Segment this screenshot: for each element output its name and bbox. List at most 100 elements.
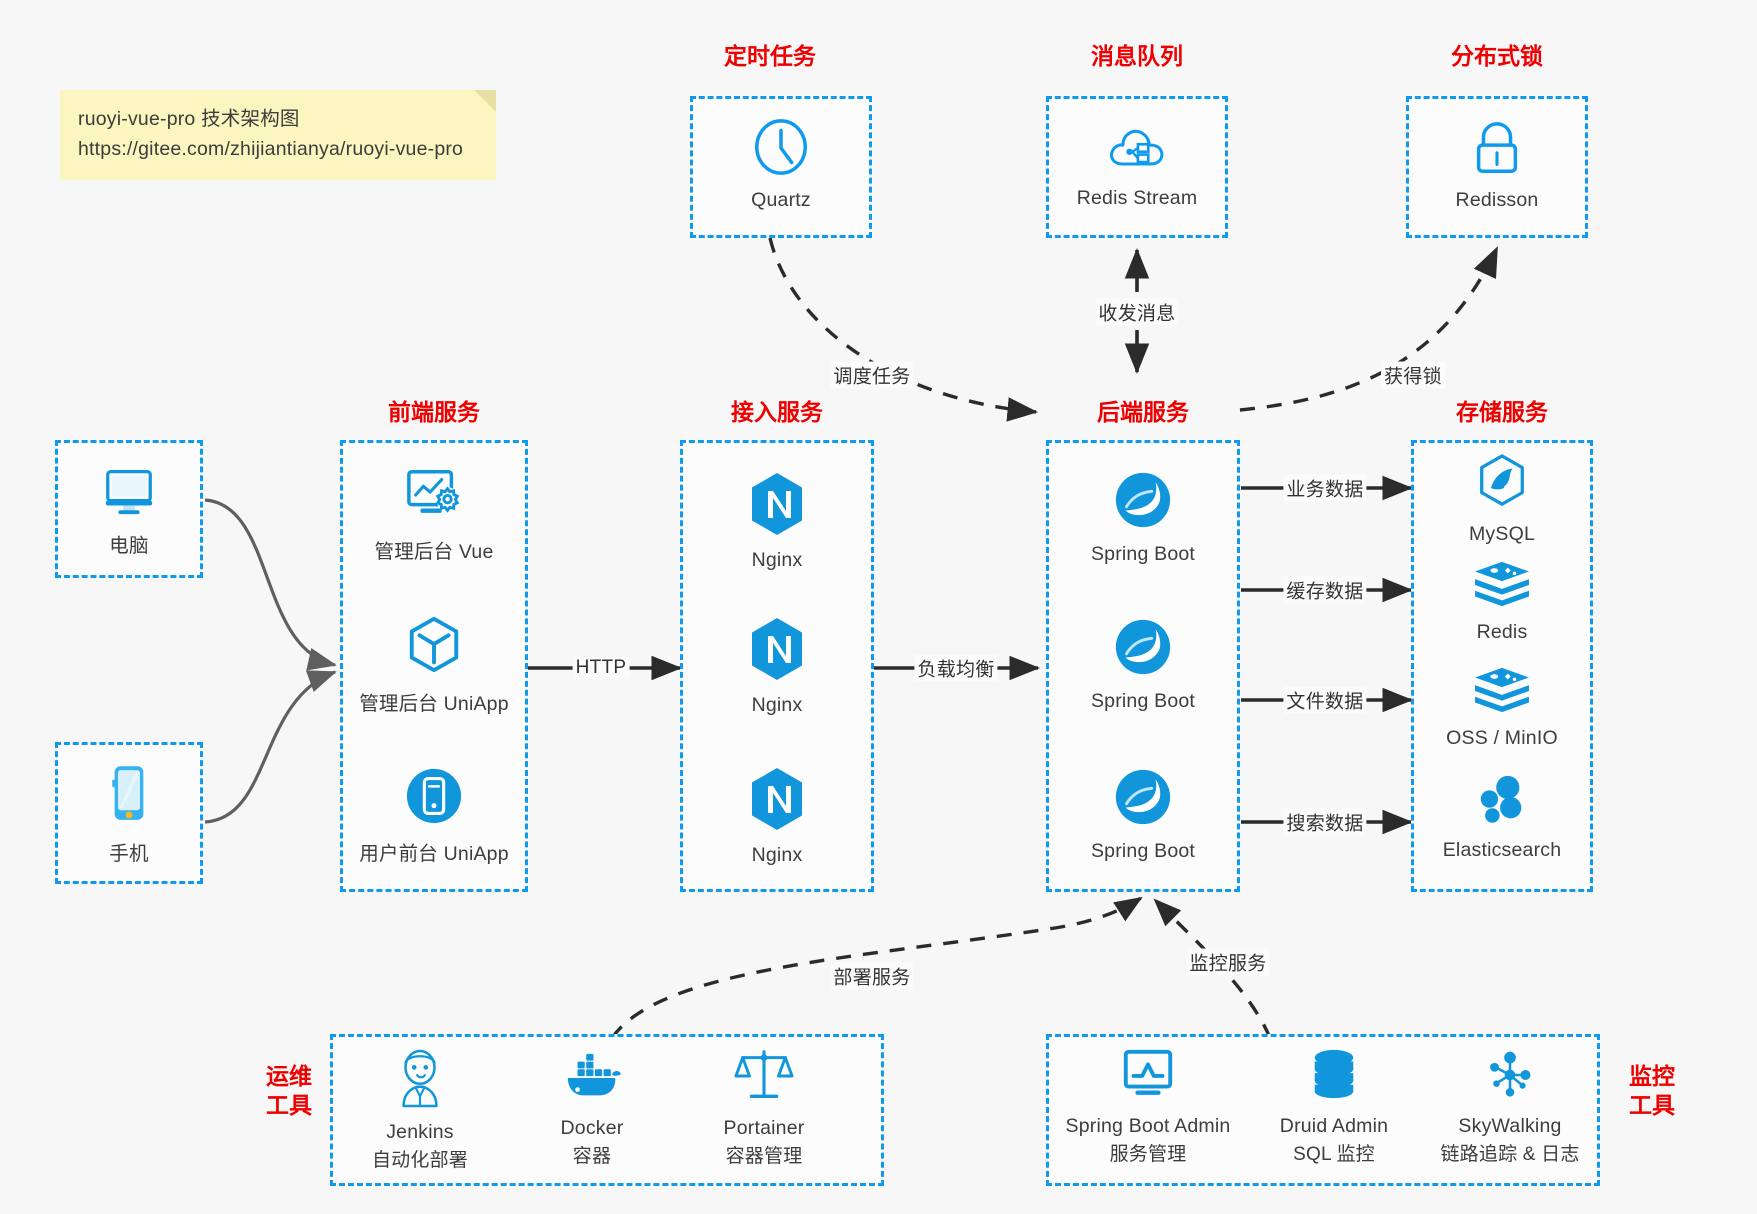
group-label-backend: 后端服务: [1097, 399, 1189, 425]
node-sublabel: 链路追踪 & 日志: [1440, 1144, 1580, 1165]
group-box-message-queue: [1046, 96, 1228, 238]
node-quartz[interactable]: Quartz: [690, 116, 872, 212]
cloud-stream-icon: [1106, 120, 1168, 181]
lock-icon: [1468, 118, 1526, 183]
node-label: Nginx: [751, 549, 803, 571]
node-phone[interactable]: 手机: [55, 762, 203, 866]
database-cylinder-icon: [1307, 1046, 1361, 1109]
node-pc[interactable]: 电脑: [55, 462, 203, 558]
node-label: 手机: [109, 843, 149, 865]
node-label: Spring Boot: [1090, 543, 1196, 565]
node-elasticsearch[interactable]: Elasticsearch: [1411, 772, 1593, 862]
edge-label-file-data: 文件数据: [1283, 686, 1367, 714]
cube-icon: [404, 614, 464, 681]
node-jenkins[interactable]: Jenkins 自动化部署: [334, 1046, 506, 1172]
edge-label-search-data: 搜索数据: [1283, 808, 1367, 836]
note-title: ruoyi-vue-pro 技术架构图: [78, 108, 300, 130]
node-label: OSS / MinIO: [1446, 727, 1558, 749]
group-label-monitoring: 监控 工具: [1612, 1062, 1692, 1120]
node-label: 管理后台 Vue: [374, 541, 494, 563]
group-label-devops: 运维 工具: [252, 1062, 326, 1120]
node-druid-admin[interactable]: Druid Admin SQL 监控: [1246, 1046, 1422, 1166]
node-spring-boot-admin[interactable]: Spring Boot Admin 服务管理: [1050, 1046, 1246, 1166]
node-label: Nginx: [751, 694, 803, 716]
group-label-monitoring-line2: 工具: [1629, 1091, 1675, 1118]
dashboard-settings-icon: [403, 466, 465, 529]
edge-label-cache-data: 缓存数据: [1283, 576, 1367, 604]
mysql-dolphin-icon: [1474, 452, 1530, 517]
edge-lock: [1239, 246, 1499, 412]
node-label: Spring Boot Admin: [1065, 1115, 1231, 1137]
node-sublabel: 服务管理: [1109, 1144, 1187, 1165]
node-redis[interactable]: Redis: [1411, 558, 1593, 644]
note-url: https://gitee.com/zhijiantianya/ruoyi-vu…: [78, 138, 464, 161]
node-label: Elasticsearch: [1442, 839, 1562, 861]
edge-phone-to-frontend: [204, 670, 337, 824]
node-label: 电脑: [109, 535, 149, 557]
edge-label-mq: 收发消息: [1095, 298, 1179, 326]
node-sublabel: 自动化部署: [371, 1150, 468, 1171]
group-label-message-queue: 消息队列: [1091, 43, 1183, 69]
note-fold-corner: [474, 90, 496, 112]
node-mysql[interactable]: MySQL: [1411, 452, 1593, 546]
node-label: Redisson: [1455, 189, 1539, 211]
node-label: Spring Boot: [1090, 690, 1196, 712]
node-redisson[interactable]: Redisson: [1406, 118, 1588, 212]
node-admin-vue[interactable]: 管理后台 Vue: [340, 466, 528, 564]
node-sublabel: 容器管理: [725, 1146, 803, 1167]
node-label: Portainer: [723, 1117, 805, 1139]
node-label: Redis: [1476, 621, 1528, 643]
node-label: SkyWalking: [1458, 1115, 1562, 1137]
node-spring-boot-3[interactable]: Spring Boot: [1046, 765, 1240, 863]
node-label: Spring Boot: [1090, 840, 1196, 862]
group-label-frontend: 前端服务: [388, 399, 480, 425]
node-nginx-1[interactable]: Nginx: [680, 470, 874, 572]
node-user-uniapp[interactable]: 用户前台 UniApp: [340, 766, 528, 866]
node-sublabel: 容器: [572, 1146, 612, 1167]
node-nginx-2[interactable]: Nginx: [680, 615, 874, 717]
group-label-storage: 存储服务: [1456, 399, 1548, 425]
redis-stack-icon: [1471, 558, 1533, 615]
spring-boot-icon: [1111, 765, 1175, 834]
node-label: 用户前台 UniApp: [359, 843, 509, 865]
group-label-distributed-lock: 分布式锁: [1451, 43, 1543, 69]
node-admin-uniapp[interactable]: 管理后台 UniApp: [340, 614, 528, 716]
group-box-devops: [330, 1034, 884, 1186]
monitor-chart-icon: [1119, 1046, 1177, 1109]
spring-boot-icon: [1111, 615, 1175, 684]
redis-stack-icon: [1471, 664, 1533, 721]
node-sublabel: SQL 监控: [1293, 1144, 1375, 1165]
node-spring-boot-2[interactable]: Spring Boot: [1046, 615, 1240, 713]
group-box-storage: [1411, 440, 1593, 892]
nginx-icon: [746, 615, 808, 688]
jenkins-butler-icon: [392, 1046, 448, 1115]
mobile-phone-icon: [107, 762, 151, 831]
node-label: Jenkins: [386, 1121, 454, 1143]
node-redis-stream[interactable]: Redis Stream: [1046, 120, 1228, 210]
skywalking-node-icon: [1481, 1046, 1539, 1109]
nginx-icon: [746, 470, 808, 543]
edge-pc-to-frontend: [204, 498, 337, 671]
node-portainer[interactable]: Portainer 容器管理: [678, 1046, 850, 1168]
node-label: Docker: [560, 1117, 624, 1139]
node-skywalking[interactable]: SkyWalking 链路追踪 & 日志: [1422, 1046, 1598, 1166]
node-label: Quartz: [751, 189, 811, 211]
node-label: Redis Stream: [1076, 187, 1198, 209]
edge-label-deploy: 部署服务: [830, 962, 914, 990]
node-spring-boot-1[interactable]: Spring Boot: [1046, 468, 1240, 566]
nginx-icon: [746, 765, 808, 838]
group-box-distributed-lock: [1406, 96, 1588, 238]
edge-label-monitor: 监控服务: [1186, 948, 1270, 976]
node-oss-minio[interactable]: OSS / MinIO: [1411, 664, 1593, 750]
node-nginx-3[interactable]: Nginx: [680, 765, 874, 867]
node-docker[interactable]: Docker 容器: [506, 1050, 678, 1168]
node-label: MySQL: [1468, 523, 1535, 545]
edge-label-loadbalance: 负载均衡: [914, 654, 998, 682]
edge-label-lock: 获得锁: [1381, 361, 1445, 389]
group-label-gateway: 接入服务: [731, 399, 823, 425]
edge-label-biz-data: 业务数据: [1283, 474, 1367, 502]
spring-boot-icon: [1111, 468, 1175, 537]
docker-whale-icon: [560, 1050, 624, 1111]
group-label-devops-line2: 工具: [266, 1091, 312, 1118]
